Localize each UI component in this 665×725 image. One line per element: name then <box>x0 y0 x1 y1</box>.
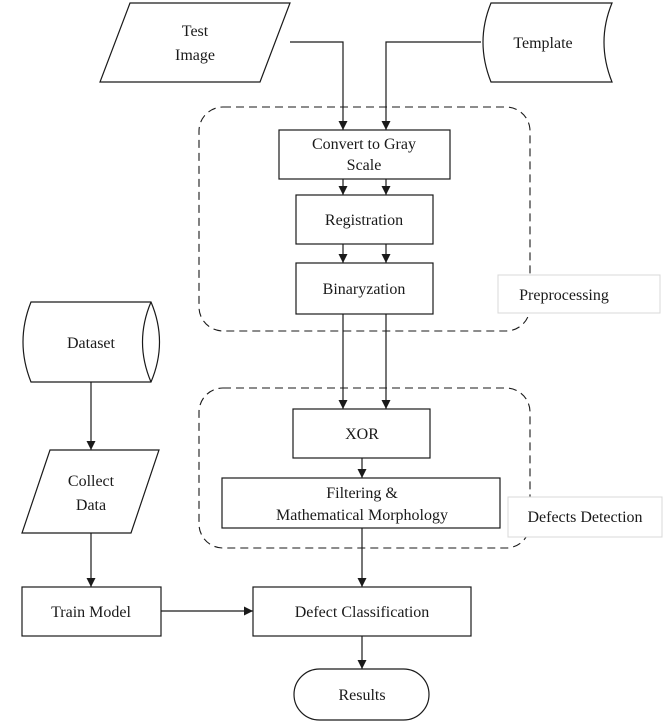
convert-gray-line-1: Convert to Gray <box>312 136 416 153</box>
node-defect-classification: Defect Classification <box>252 586 472 637</box>
convert-gray-line-2: Scale <box>347 157 382 174</box>
node-dataset: Dataset <box>22 301 161 383</box>
node-test-image: Test Image <box>99 2 291 83</box>
filtering-line-2: Mathematical Morphology <box>276 507 448 524</box>
defect-classification-label: Defect Classification <box>295 604 430 621</box>
results-label: Results <box>338 687 385 704</box>
template-label: Template <box>513 35 572 52</box>
node-convert-gray: Convert to Gray Scale <box>278 129 451 180</box>
test-image-line-2: Image <box>175 47 215 64</box>
collect-data-line-1: Collect <box>68 473 115 490</box>
xor-label: XOR <box>345 426 379 443</box>
defects-detection-label: Defects Detection <box>527 509 642 526</box>
node-collect-data: Collect Data <box>21 449 160 534</box>
preprocessing-label-box <box>497 274 661 314</box>
preprocessing-label: Preprocessing <box>519 287 609 304</box>
defects-detection-group <box>198 387 531 549</box>
collect-data-line-2: Data <box>76 497 106 514</box>
train-model-label: Train Model <box>51 604 131 621</box>
defects-detection-label-box <box>507 496 663 538</box>
node-train-model: Train Model <box>21 586 162 637</box>
node-filtering: Filtering & Mathematical Morphology <box>221 477 501 529</box>
node-registration: Registration <box>295 194 434 245</box>
node-xor: XOR <box>292 408 431 459</box>
node-binaryzation: Binaryzation <box>295 262 434 315</box>
test-image-line-1: Test <box>182 23 209 40</box>
node-template: Template <box>482 2 613 83</box>
filtering-line-1: Filtering & <box>326 485 398 502</box>
edge-template-to-gray <box>381 41 481 130</box>
node-results: Results <box>293 668 430 721</box>
edge-test-image-to-gray <box>290 41 348 130</box>
binaryzation-label: Binaryzation <box>323 281 406 298</box>
preprocessing-group <box>198 106 531 332</box>
dataset-label: Dataset <box>67 335 116 352</box>
registration-label: Registration <box>325 212 403 229</box>
